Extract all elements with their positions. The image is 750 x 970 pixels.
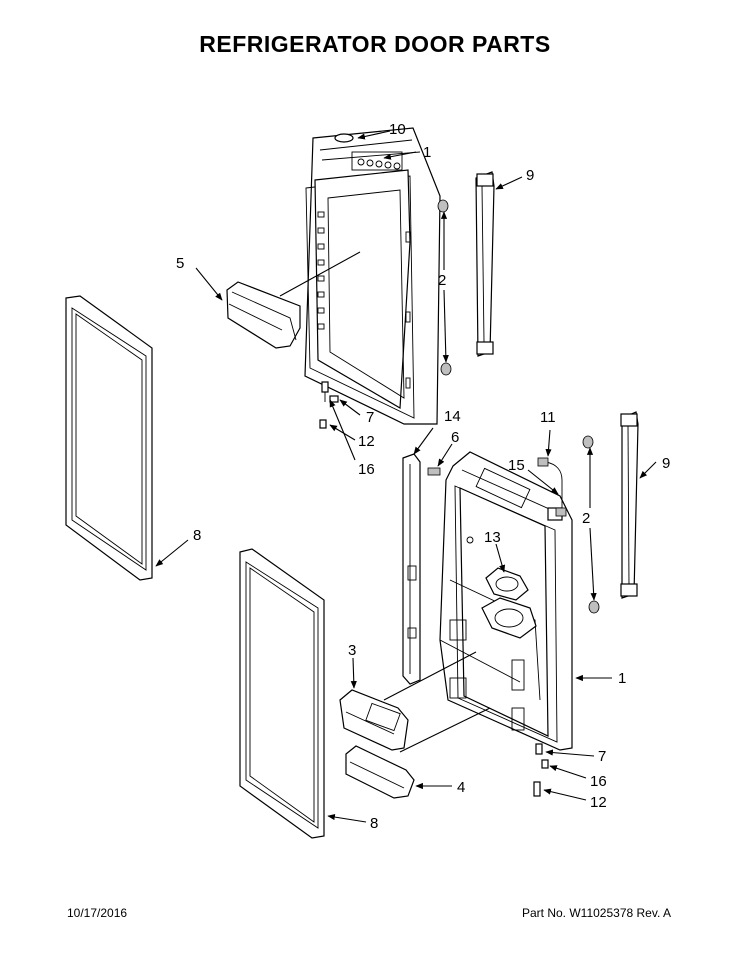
upper-door-handle bbox=[475, 171, 495, 357]
callout-1-bottom: 1 bbox=[618, 670, 626, 687]
callout-8-left: 8 bbox=[193, 527, 201, 544]
callout-4: 4 bbox=[457, 779, 465, 796]
callout-1-top: 1 bbox=[423, 144, 431, 161]
gasket-bottom bbox=[239, 548, 325, 839]
callout-2-top: 2 bbox=[438, 272, 446, 289]
callout-2-bottom: 2 bbox=[582, 510, 590, 527]
upper-door-shelf-clips bbox=[317, 211, 325, 330]
callout-7-top: 7 bbox=[366, 409, 374, 426]
footer-date: 10/17/2016 bbox=[67, 906, 128, 920]
callout-16-top: 16 bbox=[358, 461, 375, 478]
upper-door-outer bbox=[304, 127, 441, 425]
callout-11: 11 bbox=[540, 409, 556, 426]
cap-part-10 bbox=[334, 133, 354, 143]
lower-door-screws bbox=[533, 743, 549, 797]
callout-3: 3 bbox=[348, 642, 356, 659]
callout-labels: 10 1 9 2 5 7 12 16 8 14 6 11 15 13 9 2 1… bbox=[176, 121, 670, 832]
tube-part-11-15 bbox=[537, 457, 567, 517]
dispenser-part-13 bbox=[481, 567, 537, 639]
callout-16-bottom: 16 bbox=[590, 773, 607, 790]
door-bin-part-5 bbox=[226, 281, 301, 349]
callout-12-top: 12 bbox=[358, 433, 375, 450]
vertical-channel-part-14 bbox=[402, 453, 421, 685]
callout-14: 14 bbox=[444, 408, 461, 425]
callout-15: 15 bbox=[508, 457, 525, 474]
door-bin-part-4 bbox=[345, 745, 415, 799]
callout-9-top: 9 bbox=[526, 167, 534, 184]
callout-5: 5 bbox=[176, 255, 184, 272]
page-title: REFRIGERATOR DOOR PARTS bbox=[199, 31, 551, 57]
callout-9-bottom: 9 bbox=[662, 455, 670, 472]
footer-part-number: Part No. W11025378 Rev. A bbox=[522, 906, 671, 920]
callout-10: 10 bbox=[389, 121, 406, 138]
gasket-left bbox=[65, 295, 153, 581]
callout-7-bottom: 7 bbox=[598, 748, 606, 765]
connector-part-6 bbox=[427, 467, 441, 476]
callout-13: 13 bbox=[484, 529, 501, 546]
lower-door-hinge-pins bbox=[582, 435, 600, 614]
door-bin-part-3 bbox=[339, 689, 409, 751]
upper-door-screws bbox=[319, 381, 339, 429]
leader-lines bbox=[155, 130, 657, 823]
lower-door-handle bbox=[620, 411, 639, 599]
callout-12-bottom: 12 bbox=[590, 794, 607, 811]
callout-6: 6 bbox=[451, 429, 459, 446]
callout-8-bottom: 8 bbox=[370, 815, 378, 832]
